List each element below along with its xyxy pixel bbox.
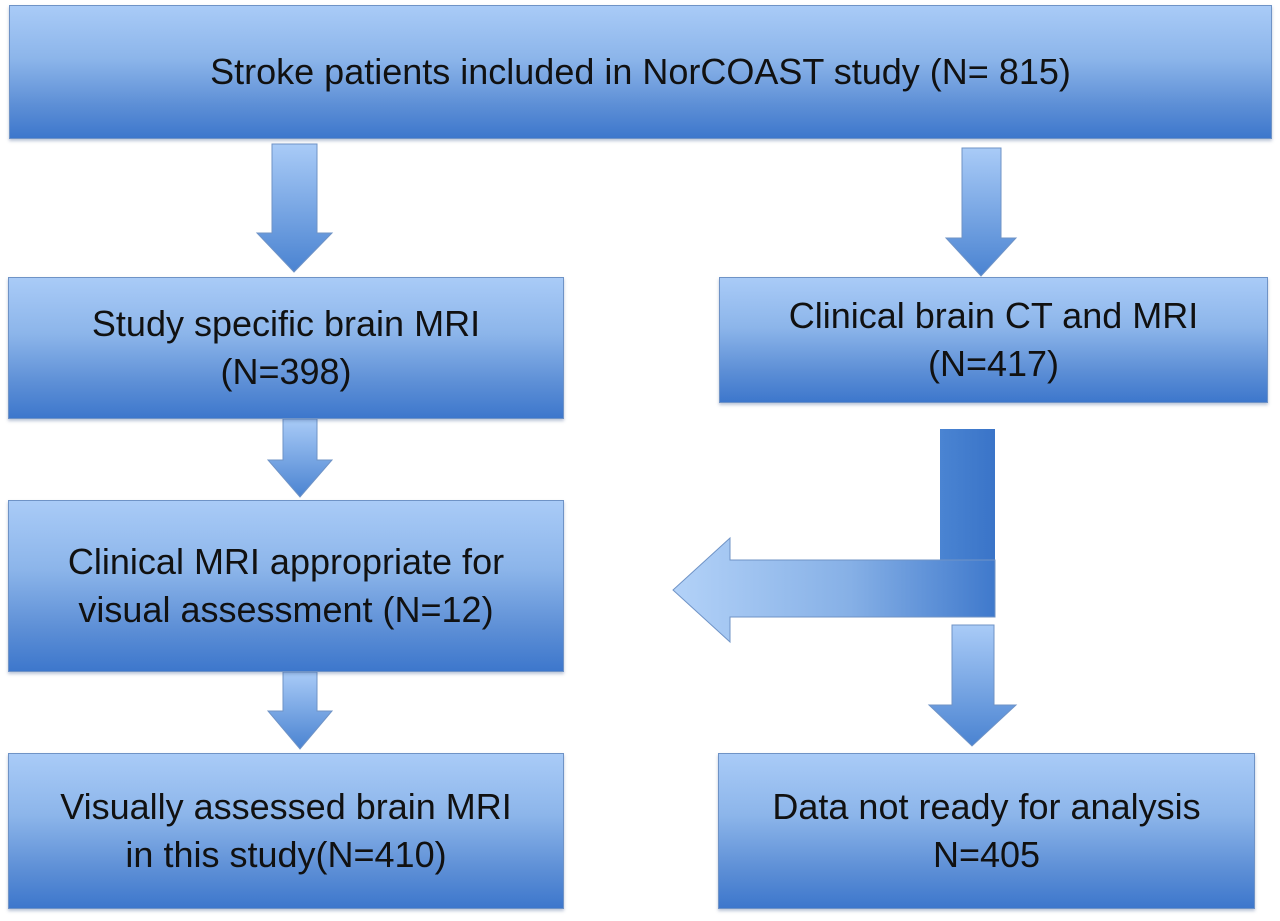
box-top-text: Stroke patients included in NorCOAST stu… bbox=[210, 51, 1071, 92]
box-not-ready-line2: N=405 bbox=[932, 834, 1041, 875]
box-data-not-ready: Data not ready for analysis N=405 bbox=[718, 753, 1255, 909]
arrow-study-mri-to-clinical-mri bbox=[266, 418, 334, 498]
box-visually-assessed-mri: Visually assessed brain MRI in this stud… bbox=[8, 753, 564, 909]
arrow-top-to-study-mri bbox=[255, 143, 334, 273]
box-not-ready-line1: Data not ready for analysis bbox=[772, 786, 1201, 827]
box-clinical-ct-mri-line2: (N=417) bbox=[927, 343, 1060, 384]
box-study-mri-line1: Study specific brain MRI bbox=[91, 303, 481, 344]
box-clinical-ct-mri: Clinical brain CT and MRI (N=417) bbox=[719, 277, 1268, 403]
box-visually-assessed-line2: in this study(N=410) bbox=[125, 834, 447, 875]
elbow-arrow-left bbox=[672, 536, 996, 644]
arrow-to-not-ready bbox=[927, 624, 1018, 747]
arrow-clinical-mri-to-visually-assessed bbox=[266, 671, 334, 750]
box-clinical-ct-mri-line1: Clinical brain CT and MRI bbox=[788, 295, 1199, 336]
box-study-specific-mri: Study specific brain MRI (N=398) bbox=[8, 277, 564, 419]
box-clinical-mri-appropriate: Clinical MRI appropriate for visual asse… bbox=[8, 500, 564, 672]
box-visually-assessed-line1: Visually assessed brain MRI bbox=[60, 786, 512, 827]
arrow-top-to-clinical-ct-mri bbox=[944, 147, 1018, 277]
box-clinical-mri-appropriate-line1: Clinical MRI appropriate for bbox=[67, 541, 505, 582]
box-clinical-mri-appropriate-line2: visual assessment (N=12) bbox=[78, 589, 494, 630]
box-study-mri-line2: (N=398) bbox=[220, 351, 352, 392]
box-stroke-patients-included: Stroke patients included in NorCOAST stu… bbox=[9, 5, 1272, 139]
